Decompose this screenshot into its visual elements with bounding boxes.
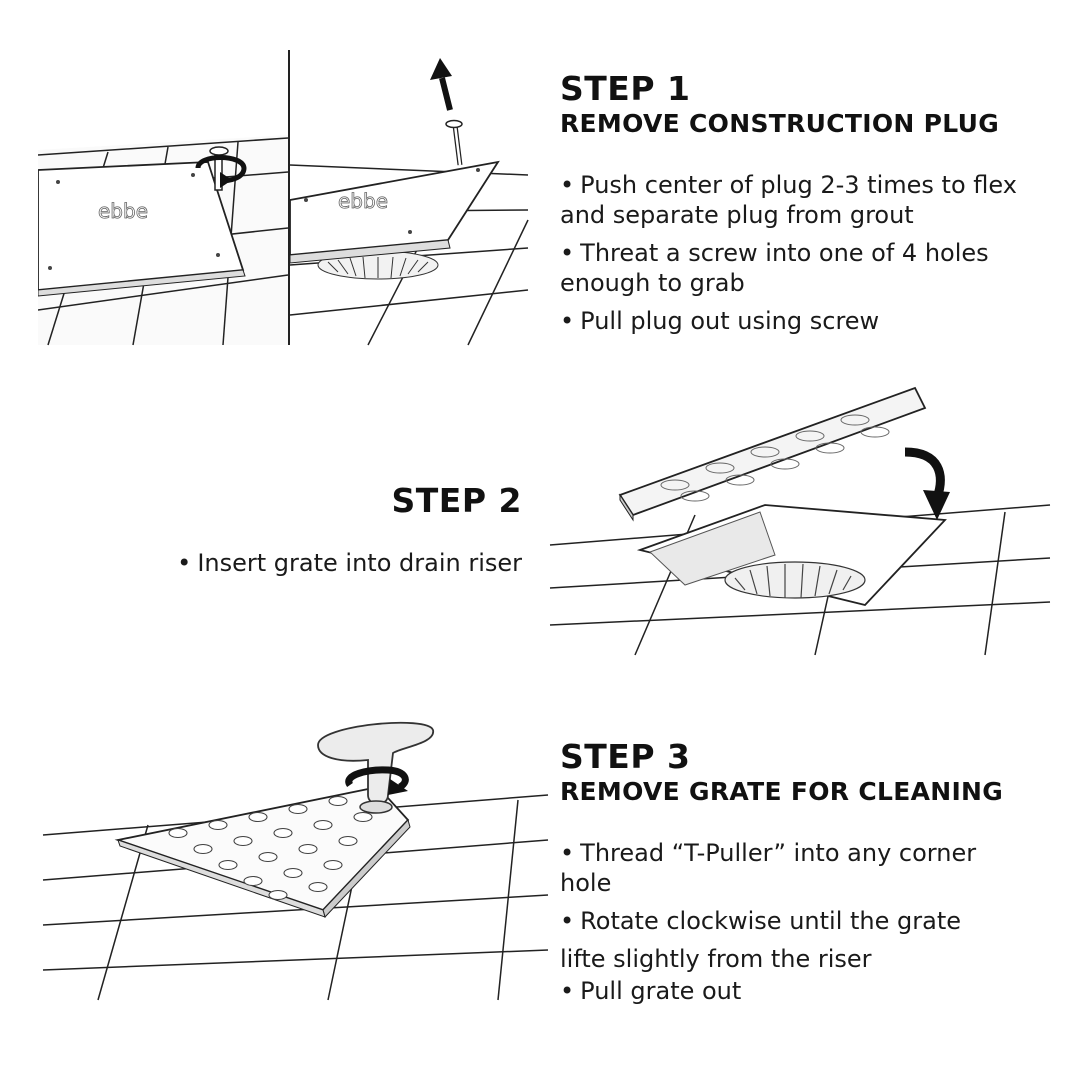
step3-bullet-list: •Thread “T-Puller” into any corner hole … bbox=[560, 838, 1060, 1006]
step1-title: STEP 1 bbox=[560, 69, 691, 108]
step1-text: STEP 1 REMOVE CONSTRUCTION PLUG •Push ce… bbox=[560, 70, 1060, 336]
drain-riser bbox=[636, 504, 947, 606]
step3-bullet: lifte slightly from the riser bbox=[560, 945, 872, 973]
grate bbox=[114, 786, 411, 918]
step1-bullet-list: •Push center of plug 2-3 times to flex a… bbox=[560, 170, 1060, 336]
t-puller-icon bbox=[317, 721, 434, 814]
step3-title: STEP 3 bbox=[560, 737, 691, 776]
grate-lifted bbox=[618, 386, 927, 522]
step2-title: STEP 2 bbox=[391, 481, 522, 520]
screw-right bbox=[445, 119, 463, 166]
plug-logo-right: ebbe bbox=[338, 189, 388, 213]
construction-plug-right: ebbe bbox=[289, 160, 500, 264]
step1-illustration: ebbe ebbe bbox=[38, 50, 529, 346]
step3-bullet: •Rotate clockwise until the grate bbox=[560, 907, 961, 935]
step3-bullet: •Thread “T-Puller” into any corner hole bbox=[560, 839, 977, 897]
screw-left bbox=[209, 146, 229, 191]
step2-bullet: •Insert grate into drain riser bbox=[177, 549, 522, 577]
step3-subtitle: REMOVE GRATE FOR CLEANING bbox=[560, 777, 1004, 806]
plug-logo-left: ebbe bbox=[98, 199, 148, 223]
step2-text: STEP 2 •Insert grate into drain riser bbox=[120, 482, 522, 578]
up-arrow-icon bbox=[430, 58, 453, 111]
step2-illustration bbox=[549, 386, 1051, 656]
rotate-arrow-icon bbox=[345, 766, 409, 795]
curved-down-arrow-icon bbox=[904, 447, 950, 520]
step1-bullet: •Pull plug out using screw bbox=[560, 307, 880, 335]
step2-bullet-list: •Insert grate into drain riser bbox=[120, 548, 522, 578]
step1-bullet: •Threat a screw into one of 4 holes enou… bbox=[560, 239, 989, 297]
step1-subtitle: REMOVE CONSTRUCTION PLUG bbox=[560, 109, 1000, 138]
rotate-arrow-icon bbox=[195, 155, 247, 188]
step3-illustration bbox=[42, 721, 549, 1001]
step1-bullet: •Push center of plug 2-3 times to flex a… bbox=[560, 171, 1017, 229]
step3-bullet: •Pull grate out bbox=[560, 977, 742, 1005]
step3-text: STEP 3 REMOVE GRATE FOR CLEANING •Thread… bbox=[560, 738, 1060, 1006]
construction-plug-left: ebbe bbox=[38, 161, 246, 297]
